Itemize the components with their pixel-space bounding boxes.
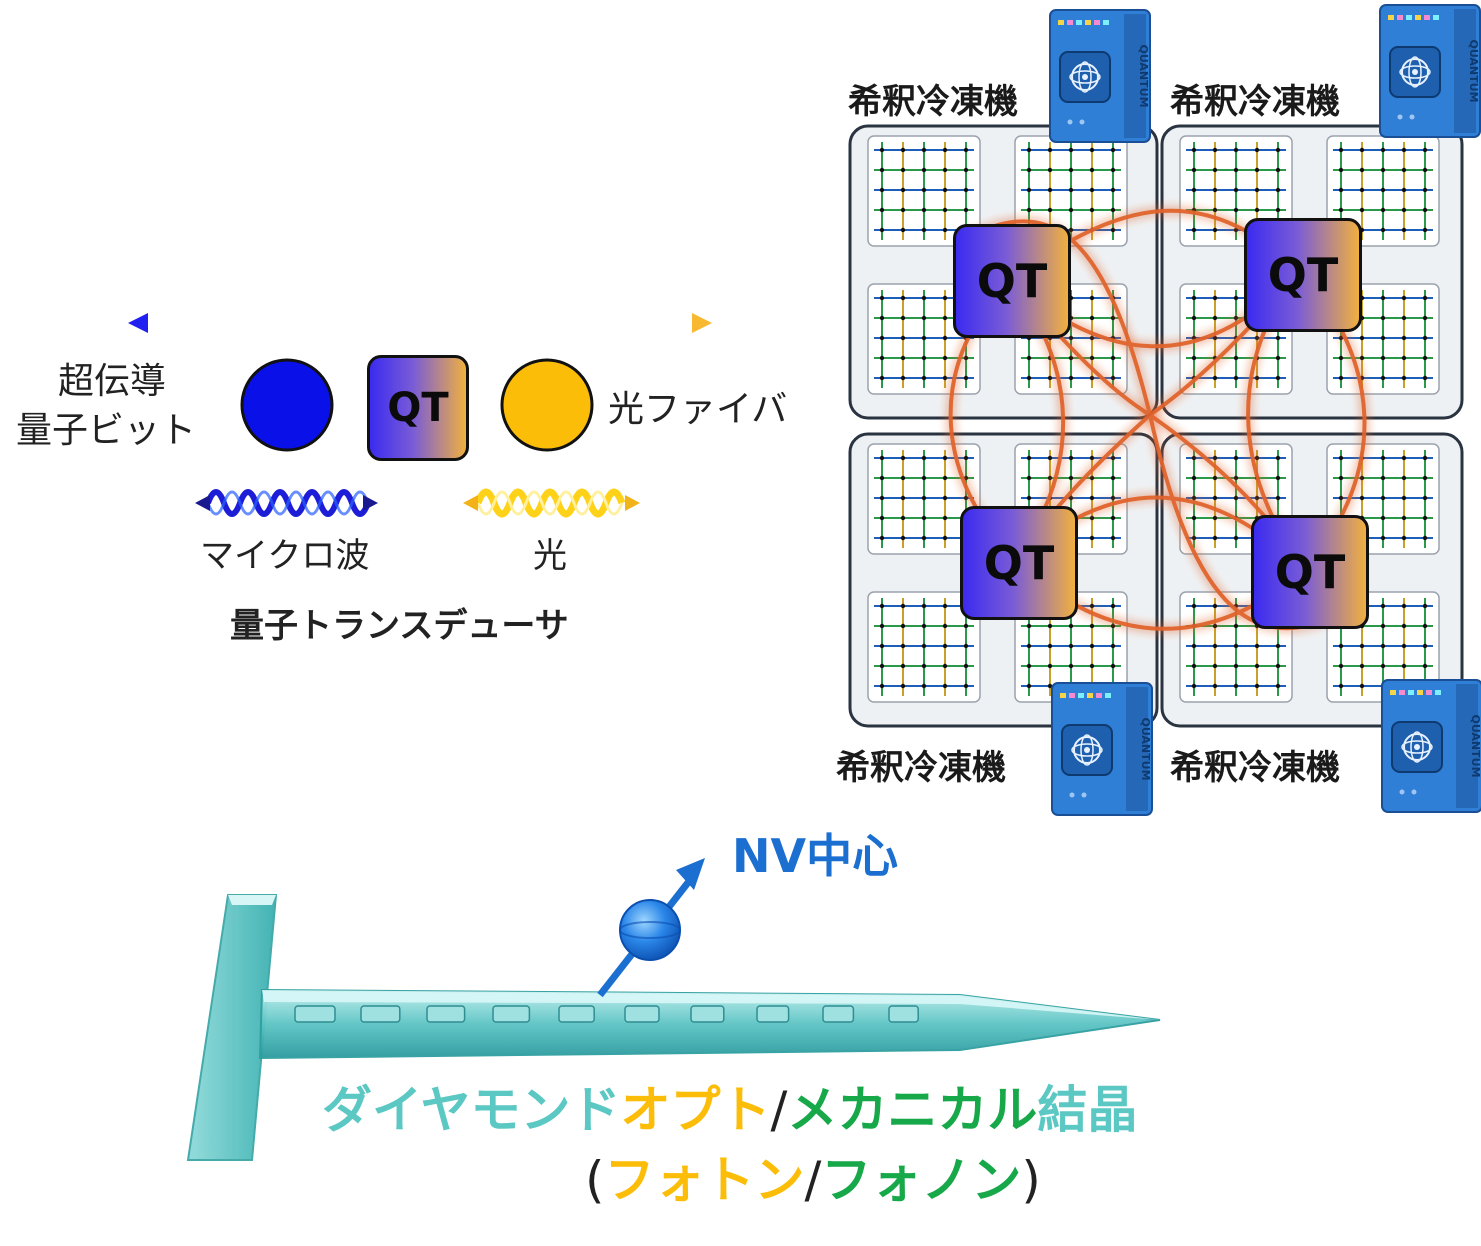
crystal-hole — [558, 1005, 595, 1023]
crystal-title-separator: / — [770, 1081, 788, 1139]
subtitle-photon: フォトン — [604, 1151, 805, 1209]
crystal-title: ダイヤモンドオプト/メカニカル結晶 — [322, 1070, 1137, 1142]
server-label: QUANTUM — [1467, 39, 1480, 102]
server-label: QUANTUM — [1137, 44, 1150, 107]
crystal-title-mechanical: メカニカル — [787, 1081, 1038, 1139]
nv-center-spin-icon — [597, 858, 705, 998]
network-qt-top-left: QT — [953, 224, 1071, 338]
optical-fiber-label: 光ファイバ — [608, 389, 788, 430]
subtitle-phonon: フォノン — [821, 1151, 1022, 1209]
crystal-subtitle: (フォトン/フォノン) — [585, 1140, 1041, 1212]
superconducting-label-line1: 超伝導 — [58, 361, 167, 402]
superconducting-qubit-circle — [240, 358, 334, 452]
crystal-title-diamond: ダイヤモンド — [322, 1081, 621, 1139]
crystal-title-crystal: 結晶 — [1037, 1081, 1138, 1139]
subtitle-open-paren: ( — [585, 1151, 605, 1209]
crystal-hole — [690, 1005, 725, 1023]
light-wave-icon — [463, 488, 640, 518]
fridge-label-top-left: 希釈冷凍機 — [848, 82, 1018, 122]
crystal-hole — [294, 1005, 336, 1023]
network-qt-bottom-right: QT — [1251, 515, 1369, 629]
network-qt-bottom-left: QT — [960, 506, 1078, 620]
crystal-title-opto: オプト — [620, 1081, 771, 1139]
crystal-hole — [822, 1005, 855, 1023]
frequency-arrow — [128, 313, 712, 333]
quantum-server-icon: QUANTUM — [1051, 682, 1153, 816]
optical-fiber-circle — [500, 358, 594, 452]
server-label: QUANTUM — [1469, 714, 1481, 777]
nv-center-label: NV中心 — [732, 829, 899, 883]
transducer-qt-box: QT — [367, 355, 469, 461]
photonic-crystal-holes — [294, 1005, 919, 1023]
crystal-hole — [624, 1005, 660, 1023]
subtitle-separator: / — [804, 1151, 822, 1209]
server-label: QUANTUM — [1139, 717, 1152, 780]
quantum-server-icon: QUANTUM — [1379, 4, 1481, 138]
crystal-hole — [360, 1005, 401, 1023]
subtitle-close-paren: ) — [1021, 1151, 1041, 1209]
crystal-hole — [888, 1005, 919, 1023]
fridge-label-bottom-left: 希釈冷凍機 — [836, 748, 1006, 788]
microwave-label: マイクロ波 — [200, 536, 370, 576]
quantum-server-icon: QUANTUM — [1049, 9, 1151, 143]
light-label: 光 — [533, 536, 567, 576]
superconducting-label-line2: 量子ビット — [16, 410, 197, 451]
microwave-wave-icon — [195, 489, 378, 517]
fridge-label-top-right: 希釈冷凍機 — [1170, 82, 1340, 122]
quantum-server-icon: QUANTUM — [1381, 679, 1481, 813]
quantum-servers: QUANTUM QUANTUM QUANTUM QUANTUM — [1049, 4, 1481, 816]
crystal-hole — [426, 1005, 466, 1023]
crystal-hole — [756, 1005, 790, 1023]
crystal-hole — [492, 1005, 531, 1023]
diamond-crystal-beam — [186, 894, 1161, 1161]
transducer-title: 量子トランスデューサ — [230, 606, 569, 646]
fridge-label-bottom-right: 希釈冷凍機 — [1170, 748, 1340, 788]
qubit-chip-grids — [867, 135, 1440, 703]
network-qt-top-right: QT — [1244, 218, 1362, 332]
